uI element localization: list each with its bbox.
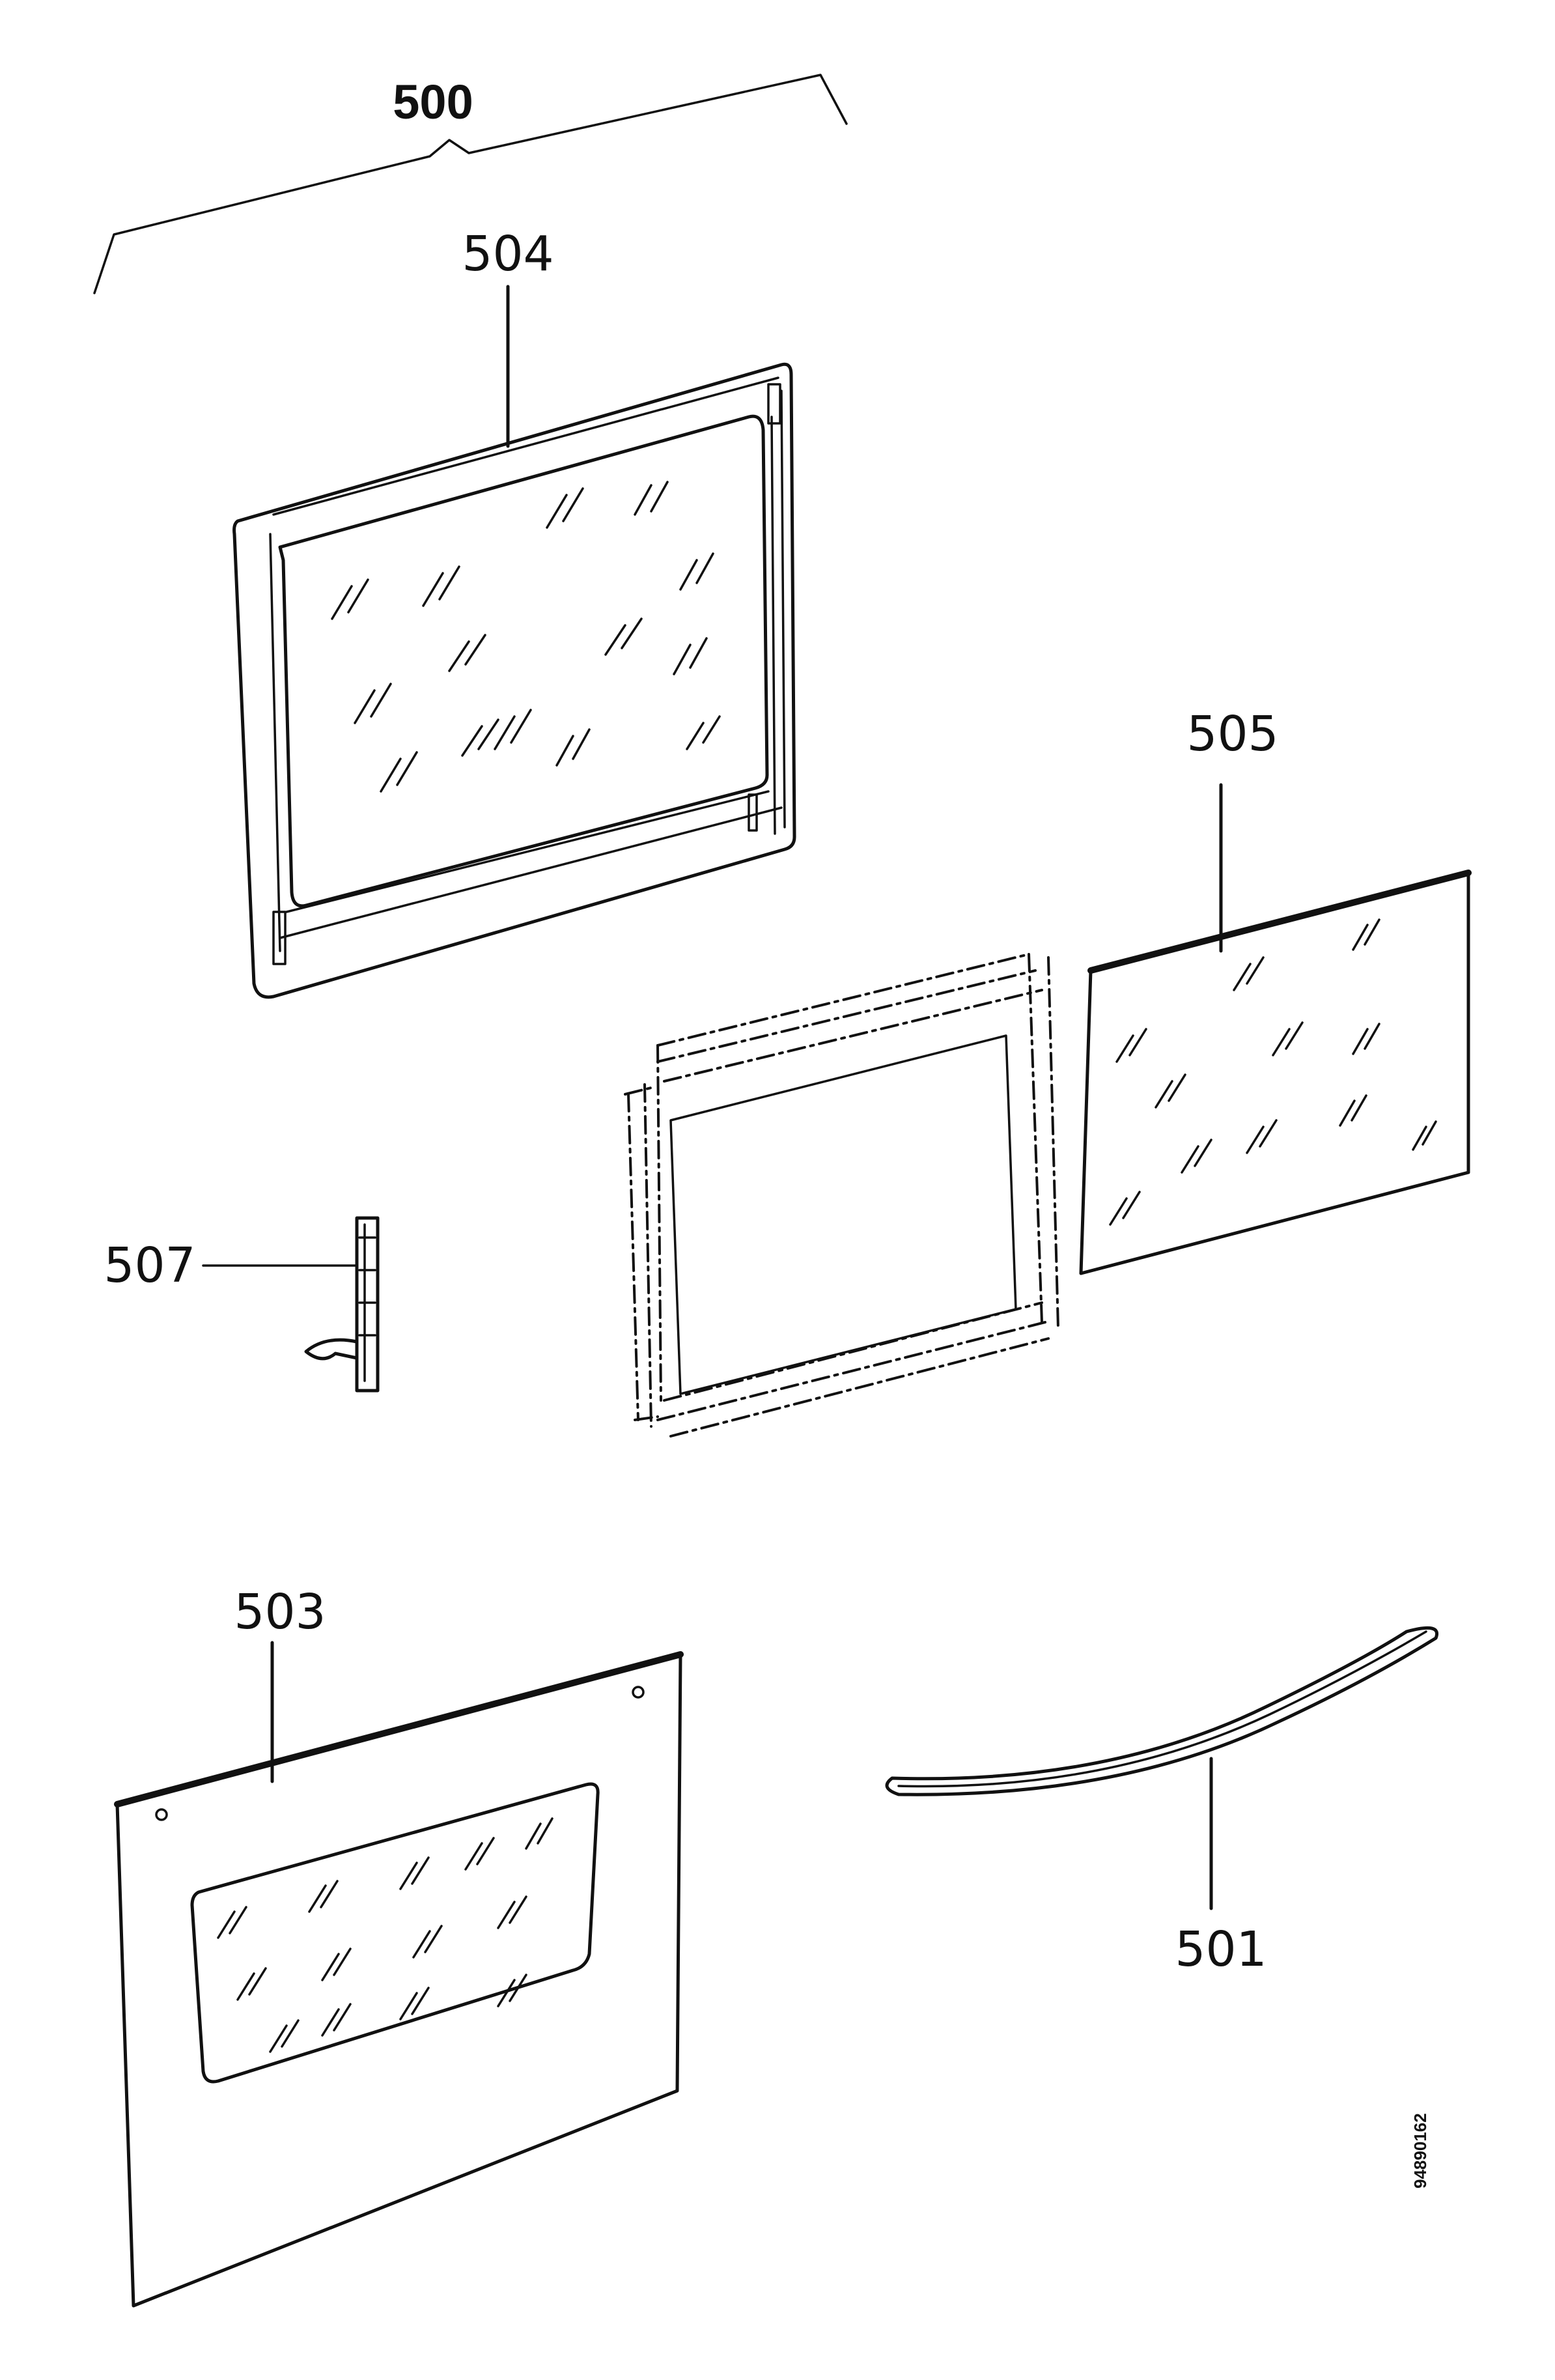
label-503: 503 — [234, 1584, 326, 1640]
label-505: 505 — [1186, 706, 1278, 762]
part-501-handle — [885, 1626, 1438, 1796]
label-500: 500 — [393, 75, 473, 129]
part-505-glass-panel — [1079, 870, 1472, 1275]
part-504-inner-door-frame — [232, 362, 796, 999]
middle-frame — [624, 953, 1059, 1438]
drawing-code: 94890162 — [1410, 2113, 1430, 2189]
part-503-outer-door-panel — [114, 1651, 684, 2308]
assembly-bracket — [93, 74, 848, 294]
label-504: 504 — [462, 226, 553, 282]
part-507-hinge — [304, 1216, 380, 1393]
label-501: 501 — [1175, 1921, 1267, 1977]
label-507: 507 — [104, 1238, 195, 1294]
